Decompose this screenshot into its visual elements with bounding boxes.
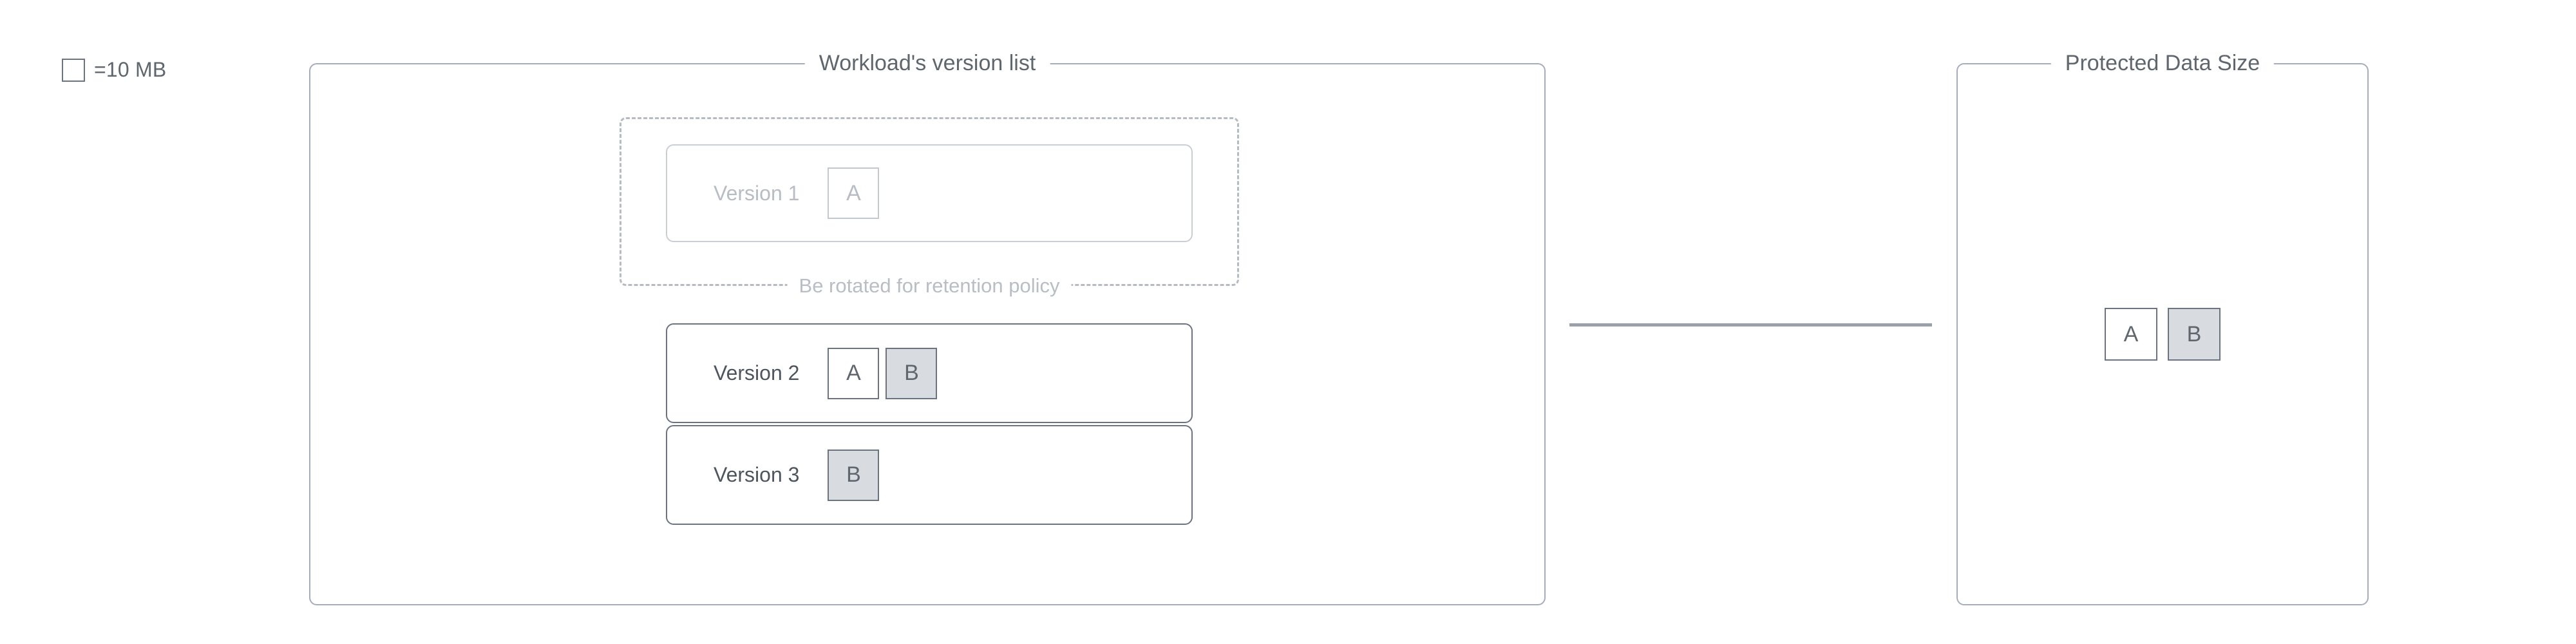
protected-data-blocks: A B bbox=[2105, 308, 2221, 361]
data-block-a: A bbox=[2105, 308, 2157, 361]
data-block-b: B bbox=[828, 449, 880, 501]
version-row-3-blocks: B bbox=[828, 449, 880, 501]
protected-data-size-title: Protected Data Size bbox=[2050, 50, 2275, 76]
version-row-3[interactable]: Version 3 B bbox=[666, 425, 1193, 525]
panel-connector-line bbox=[1569, 323, 1932, 327]
version-row-1-label: Version 1 bbox=[714, 181, 800, 205]
legend: =10 MB bbox=[62, 58, 166, 82]
retention-rotation-group: Be rotated for retention policy bbox=[620, 117, 1239, 299]
version-row-3-label: Version 3 bbox=[714, 463, 800, 486]
version-row-2-label: Version 2 bbox=[714, 361, 800, 384]
protected-data-size-panel: Protected Data Size A B bbox=[1956, 50, 2369, 605]
version-row-1-blocks: A bbox=[828, 167, 880, 219]
workload-version-list-title: Workload's version list bbox=[804, 50, 1050, 76]
version-row-2-blocks: A B bbox=[828, 347, 938, 399]
data-block-a: A bbox=[828, 167, 880, 219]
legend-label: =10 MB bbox=[94, 58, 167, 81]
version-row-2[interactable]: Version 2 A B bbox=[666, 323, 1193, 423]
empty-square-swatch-icon bbox=[62, 58, 85, 82]
version-row-1[interactable]: Version 1 A bbox=[666, 144, 1193, 242]
data-block-b: B bbox=[886, 347, 938, 399]
workload-version-list-panel: Workload's version list Be rotated for r… bbox=[309, 50, 1546, 605]
data-block-b: B bbox=[2168, 308, 2221, 361]
retention-rotation-caption: Be rotated for retention policy bbox=[787, 273, 1072, 299]
data-block-a: A bbox=[828, 347, 880, 399]
